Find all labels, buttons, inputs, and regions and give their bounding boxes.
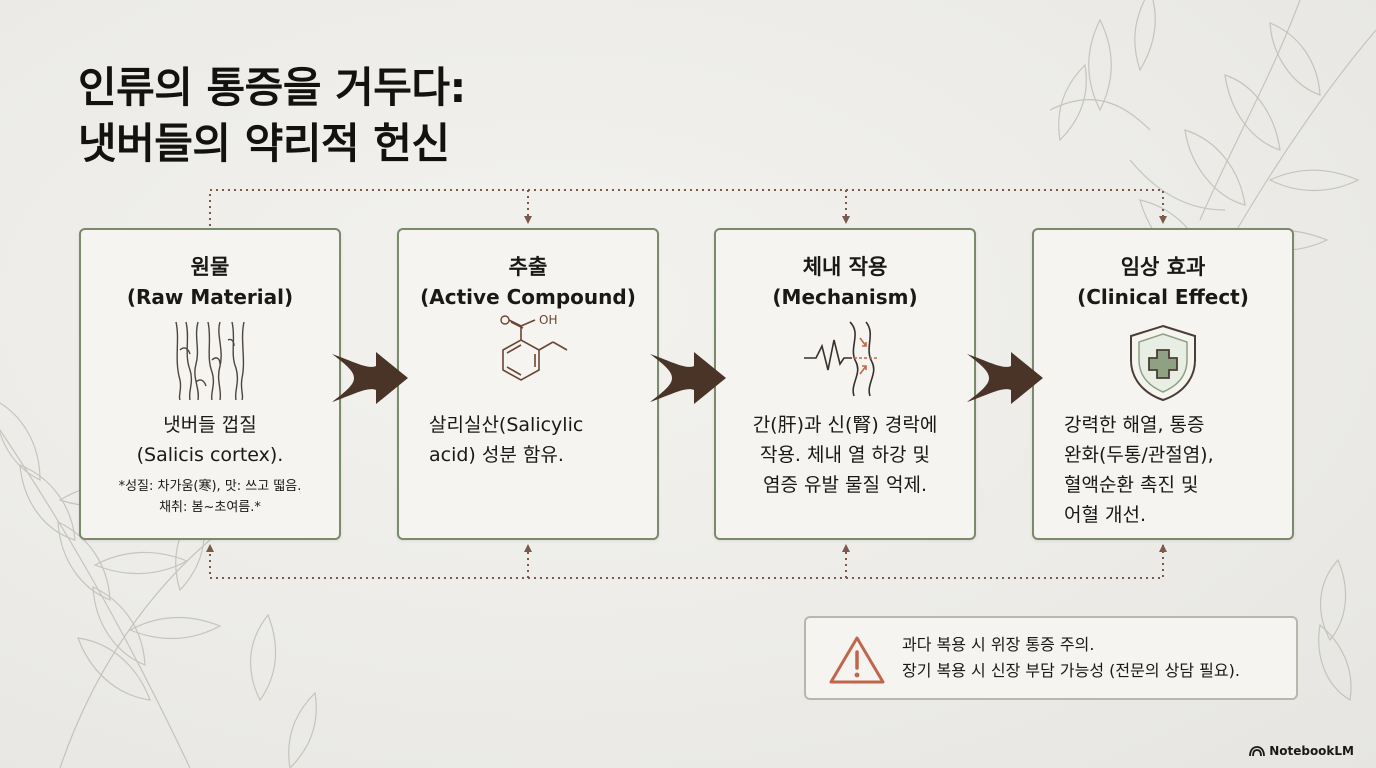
molecule-oh-label: OH	[539, 314, 557, 327]
step-title: 원물 (Raw Material)	[81, 252, 339, 312]
warning-triangle-icon	[829, 636, 885, 684]
step-body-line: 살리실산(Salicylic	[429, 414, 584, 436]
step-title-ko: 임상 효과	[1120, 255, 1206, 279]
step-body-line: 강력한 해열, 통증	[1064, 414, 1205, 436]
step-title-en: (Raw Material)	[126, 285, 294, 309]
warning-box: 과다 복용 시 위장 통증 주의. 장기 복용 시 신장 부담 가능성 (전문의…	[804, 616, 1298, 700]
step-title-en: (Clinical Effect)	[1077, 285, 1249, 309]
flow-arrow-icon	[650, 352, 726, 404]
step-card-raw-material: 원물 (Raw Material) 냇버들 껍질 (Salicis cortex…	[79, 228, 341, 540]
step-title-ko: 추출	[508, 255, 548, 279]
step-title-ko: 체내 작용	[802, 255, 888, 279]
step-body-line: 작용. 체내 열 하강 및	[759, 444, 931, 466]
step-title: 임상 효과 (Clinical Effect)	[1034, 252, 1292, 312]
step-body-line: 완화(두통/관절염),	[1064, 444, 1214, 466]
pulse-vessel-icon	[804, 321, 878, 397]
step-body-line: 간(肝)과 신(腎) 경락에	[752, 414, 938, 436]
step-body: 냇버들 껍질 (Salicis cortex). *성질: 차가움(寒), 맛:…	[99, 410, 321, 518]
step-title-en: (Mechanism)	[772, 285, 918, 309]
warning-text: 과다 복용 시 위장 통증 주의. 장기 복용 시 신장 부담 가능성 (전문의…	[902, 632, 1240, 684]
page-title-line-2: 냇버들의 약리적 헌신	[78, 119, 450, 168]
step-body-line: 냇버들 껍질	[163, 414, 257, 436]
step-body: 살리실산(Salicylic acid) 성분 함유.	[429, 410, 639, 470]
step-title: 추출 (Active Compound)	[399, 252, 657, 312]
step-card-active-compound: 추출 (Active Compound) OH 살리실산(Salicylic a…	[397, 228, 659, 540]
step-title: 체내 작용 (Mechanism)	[716, 252, 974, 312]
step-body: 강력한 해열, 통증 완화(두통/관절염), 혈액순환 촉진 및 어혈 개선.	[1064, 410, 1274, 530]
step-note-line: 채취: 봄~초여름.*	[159, 500, 261, 515]
step-body-line: 어혈 개선.	[1064, 504, 1146, 526]
step-title-ko: 원물	[190, 255, 230, 279]
medical-shield-icon	[1130, 324, 1196, 402]
step-body-line: acid) 성분 함유.	[429, 444, 564, 466]
tree-bark-icon	[175, 321, 245, 400]
step-card-mechanism: 체내 작용 (Mechanism) 간(肝)과 신(腎) 경락에 작용. 체내 …	[714, 228, 976, 540]
flow-arrow-icon	[967, 352, 1043, 404]
page-title-line-1: 인류의 통증을 거두다:	[78, 63, 466, 112]
brand-name: NotebookLM	[1269, 744, 1354, 758]
step-body-line: 염증 유발 물질 억제.	[763, 474, 927, 496]
step-note: *성질: 차가움(寒), 맛: 쓰고 떫음. 채취: 봄~초여름.*	[99, 476, 321, 518]
page-title: 인류의 통증을 거두다: 냇버들의 약리적 헌신	[78, 60, 466, 172]
flow-arrow-icon	[332, 352, 408, 404]
notebooklm-logo-icon	[1249, 746, 1266, 757]
warning-line-2: 장기 복용 시 신장 부담 가능성 (전문의 상담 필요).	[902, 661, 1240, 680]
step-body: 간(肝)과 신(腎) 경락에 작용. 체내 열 하강 및 염증 유발 물질 억제…	[734, 410, 956, 500]
brand-watermark: NotebookLM	[1249, 744, 1354, 758]
step-title-en: (Active Compound)	[420, 285, 636, 309]
step-body-line: (Salicis cortex).	[136, 444, 284, 466]
step-body-line: 혈액순환 촉진 및	[1064, 474, 1199, 496]
step-card-clinical-effect: 임상 효과 (Clinical Effect) 강력한 해열, 통증 완화(두통…	[1032, 228, 1294, 540]
salicylic-acid-molecule-icon: OH	[500, 314, 568, 381]
warning-line-1: 과다 복용 시 위장 통증 주의.	[902, 635, 1095, 654]
step-note-line: *성질: 차가움(寒), 맛: 쓰고 떫음.	[118, 479, 302, 494]
oxygen-atom	[500, 315, 510, 325]
